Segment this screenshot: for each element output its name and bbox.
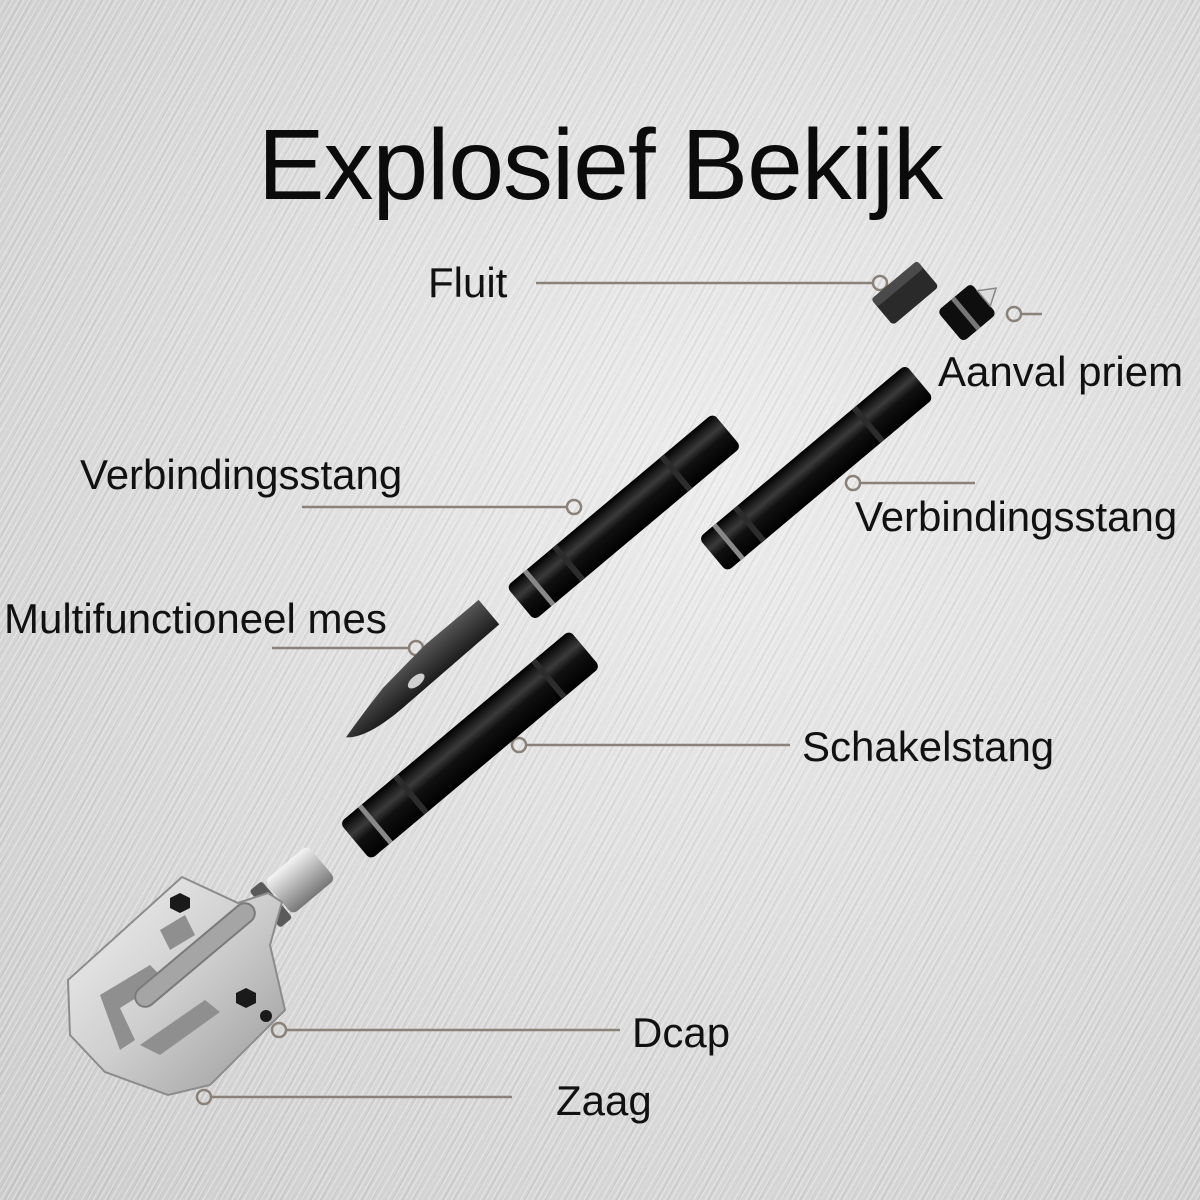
shovel-blade-part (66, 847, 334, 1097)
label-dcap: Dcap (632, 1009, 731, 1056)
connecting-rod-left-part (508, 415, 739, 618)
page-title: Explosief Bekijk (257, 109, 943, 221)
knife-part (345, 599, 500, 738)
anchor-dot-fluit (871, 274, 889, 292)
label-aanval-priem: Aanval priem (938, 348, 1184, 395)
leader-lines (195, 274, 1042, 1106)
anchor-dot-verbindingsstang-left (565, 498, 583, 516)
anchor-dot-verbindingsstang-right (844, 474, 862, 492)
anchor-dot-aanval-priem (1005, 305, 1023, 323)
link-rod-part (342, 632, 598, 858)
label-verbindingsstang-right: Verbindingsstang (855, 493, 1178, 540)
label-schakelstang: Schakelstang (802, 723, 1055, 770)
awl-cap-part (939, 285, 998, 340)
label-verbindingsstang-left: Verbindingsstang (80, 451, 403, 498)
anchor-dot-zaag (195, 1088, 213, 1106)
anchor-dot-dcap (270, 1021, 288, 1039)
label-multifunctioneel-mes: Multifunctioneel mes (4, 595, 387, 642)
connecting-rod-right-part (701, 367, 932, 570)
whistle-part (872, 261, 938, 324)
label-zaag: Zaag (556, 1077, 652, 1124)
label-fluit: Fluit (428, 259, 508, 306)
anchor-dot-schakelstang (510, 736, 528, 754)
